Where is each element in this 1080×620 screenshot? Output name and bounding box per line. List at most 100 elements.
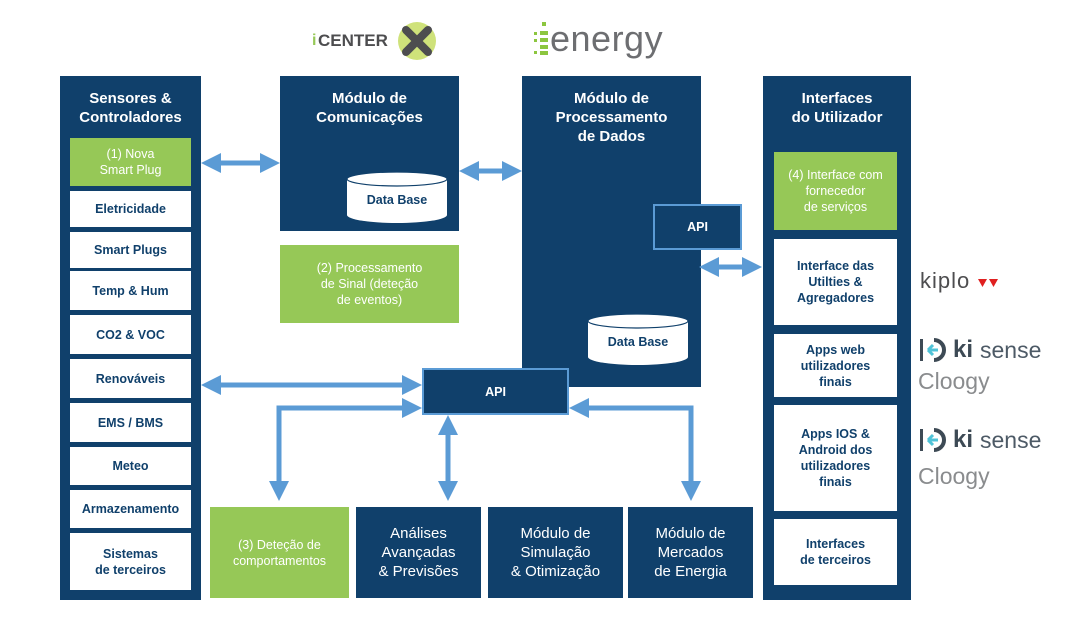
communications-database[interactable]: Data Base [347,171,447,223]
card-line: & Previsões [378,563,459,580]
sensor-item-renovaveis[interactable]: Renováveis [70,359,191,398]
sensor-item-armazenamento[interactable]: Armazenamento [70,490,191,528]
kisense-logo: ki sense [918,336,1043,364]
title-line: Módulo de [574,90,649,107]
title-line: do Utilizador [791,109,883,126]
card-line: utilizadores [800,358,871,373]
central-api[interactable]: API [422,368,569,415]
ienergy-dots-icon [534,22,548,55]
title-line: Comunicações [316,109,423,126]
card-line: Sistemas [103,546,158,561]
sensor-label: Smart Plugs [94,243,167,257]
sensor-label: Armazenamento [81,502,180,516]
kiplo-logo: kiplo [920,268,1010,296]
database-icon [588,313,688,365]
card-line: (2) Processamento [316,261,423,275]
title-line: Módulo de [332,90,407,107]
ienergy-logo: energy [532,18,692,64]
icenter-logo-name: CENTER [318,31,388,50]
card-line: Mercados [657,544,724,561]
communications-module[interactable]: Módulo de Comunicações Data Base [280,76,459,231]
icenter-logo-prefix: i [312,32,317,49]
card-line: (1) Nova [106,147,155,161]
database-label: Data Base [366,193,428,207]
card-line: Interface das [796,259,875,273]
sensors-title-line1: Sensores & [89,90,172,107]
sensor-item-temp-hum[interactable]: Temp & Hum [70,271,191,310]
sensor-item-smart-plugs[interactable]: Smart Plugs [70,232,191,268]
sensor-item-eletricidade[interactable]: Eletricidade [70,191,191,227]
service-provider-interface-card[interactable]: (4) Interface com fornecedor de serviços [774,152,897,230]
card-line: de serviços [803,200,868,214]
card-line: (4) Interface com [788,168,883,182]
kisense-rest-text: sense [980,427,1042,453]
sensor-item-co2-voc[interactable]: CO2 & VOC [70,315,191,354]
card-line: Módulo de [655,525,726,542]
card-line: Análises [390,525,447,542]
api-label: API [485,384,506,399]
card-line: Apps IOS & [801,427,870,441]
card-line: de eventos) [336,293,403,307]
data-processing-title: Módulo de Processamento de Dados [522,89,701,146]
card-line: utilizadores [800,459,871,473]
sensor-label: Temp & Hum [92,283,169,298]
kisense-logo: ki sense [918,426,1043,454]
kisense-bold-text: ki [953,336,974,363]
interfaces-title: Interfaces do Utilizador [763,89,911,127]
database-icon [347,171,447,223]
sensors-title: Sensores & Controladores [60,89,201,127]
simulation-module[interactable]: Módulo de Simulação & Otimização [488,507,623,598]
kisense-mark-icon [920,338,946,362]
icenter-x-icon [398,22,436,60]
arrow-api-markets [569,398,701,501]
title-line: Interfaces [801,90,873,107]
sensor-item-meteo[interactable]: Meteo [70,447,191,485]
card-line: Interfaces [805,537,866,551]
ienergy-logo-name: energy [550,18,664,59]
card-line: de Energia [654,563,727,580]
cloogy-logo-text: Cloogy [918,463,990,489]
card-line: Simulação [520,544,591,561]
api-label: API [687,220,708,234]
sensor-label: CO2 & VOC [96,327,165,342]
energy-markets-module[interactable]: Módulo de Mercados de Energia [628,507,753,598]
sensor-item-ems-bms[interactable]: EMS / BMS [70,403,191,442]
card-line: Avançadas [381,544,456,561]
arrow-api-behavior [269,398,422,501]
cloogy-logo: Cloogy [918,368,1018,396]
kisense-bold-text: ki [953,426,974,453]
sensor-label: Meteo [112,459,149,473]
card-line: de Sinal (deteção [320,277,419,291]
cloogy-logo: Cloogy [918,463,1018,491]
card-line: (3) Deteção de [238,537,321,552]
card-line: Módulo de [520,525,591,542]
processing-database[interactable]: Data Base [588,313,688,365]
kisense-mark-icon [920,428,946,452]
kiplo-logo-text: kiplo [920,268,971,293]
processing-api[interactable]: API [653,204,742,250]
title-line: Processamento [555,109,668,126]
communications-title: Módulo de Comunicações [280,89,459,127]
card-line: finais [819,374,852,389]
card-line: comportamentos [232,553,327,568]
card-line: fornecedor [805,184,866,198]
kiplo-triangles-icon [978,279,998,287]
sensor-label: Eletricidade [95,202,166,216]
title-line: de Dados [577,128,646,145]
card-line: Apps web [805,342,866,357]
card-line: & Otimização [510,563,601,580]
signal-processing-card[interactable]: (2) Processamento de Sinal (deteção de eve… [280,245,459,323]
sensor-label: Renováveis [95,371,166,386]
icenter-logo: i CENTER [312,22,442,62]
card-line: finais [819,475,852,489]
